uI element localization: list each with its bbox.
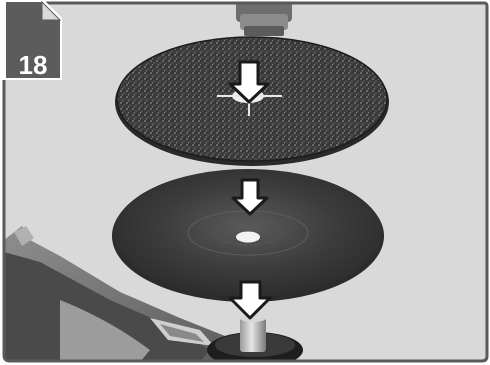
- top-spindle: [236, 0, 292, 36]
- sanding-disc: [115, 37, 389, 166]
- output-spindle: [240, 314, 266, 352]
- step-badge: 18: [0, 0, 62, 80]
- backing-pad-center-hole: [236, 232, 260, 243]
- step-number: 18: [19, 50, 48, 80]
